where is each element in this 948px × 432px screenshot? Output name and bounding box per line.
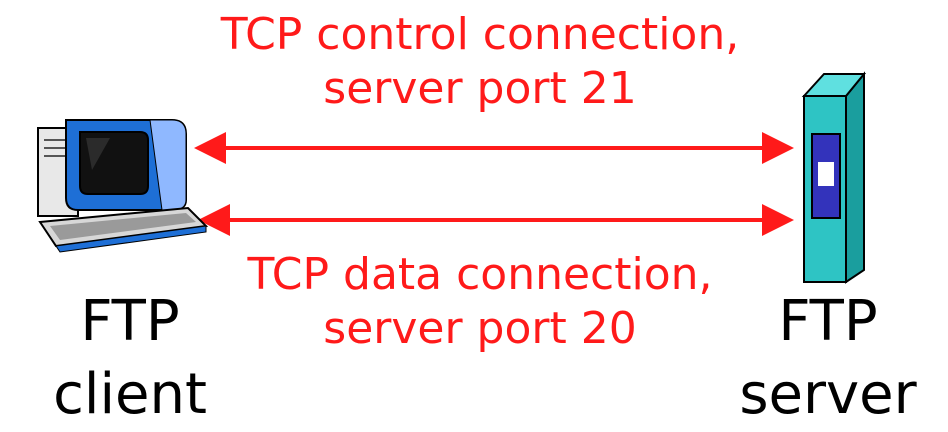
server-label-line1: FTP [778,289,878,354]
data-connection-port: server port 20 [323,302,637,354]
client-label-line2: client [53,361,207,427]
computer-icon [37,119,209,253]
control-connection-title: TCP control connection, [220,9,740,60]
control-connection-label: TCP control connection, server port 21 [190,8,770,115]
data-connection-label: TCP data connection, server port 20 [190,248,770,355]
server-label-line2: server [739,361,917,427]
client-label: FTP client [20,286,240,432]
control-connection-port: server port 21 [323,62,637,114]
client-label-line1: FTP [80,289,180,354]
server-label: FTP server [718,286,938,432]
data-connection-title: TCP data connection, [247,249,713,300]
server-icon [801,71,867,284]
